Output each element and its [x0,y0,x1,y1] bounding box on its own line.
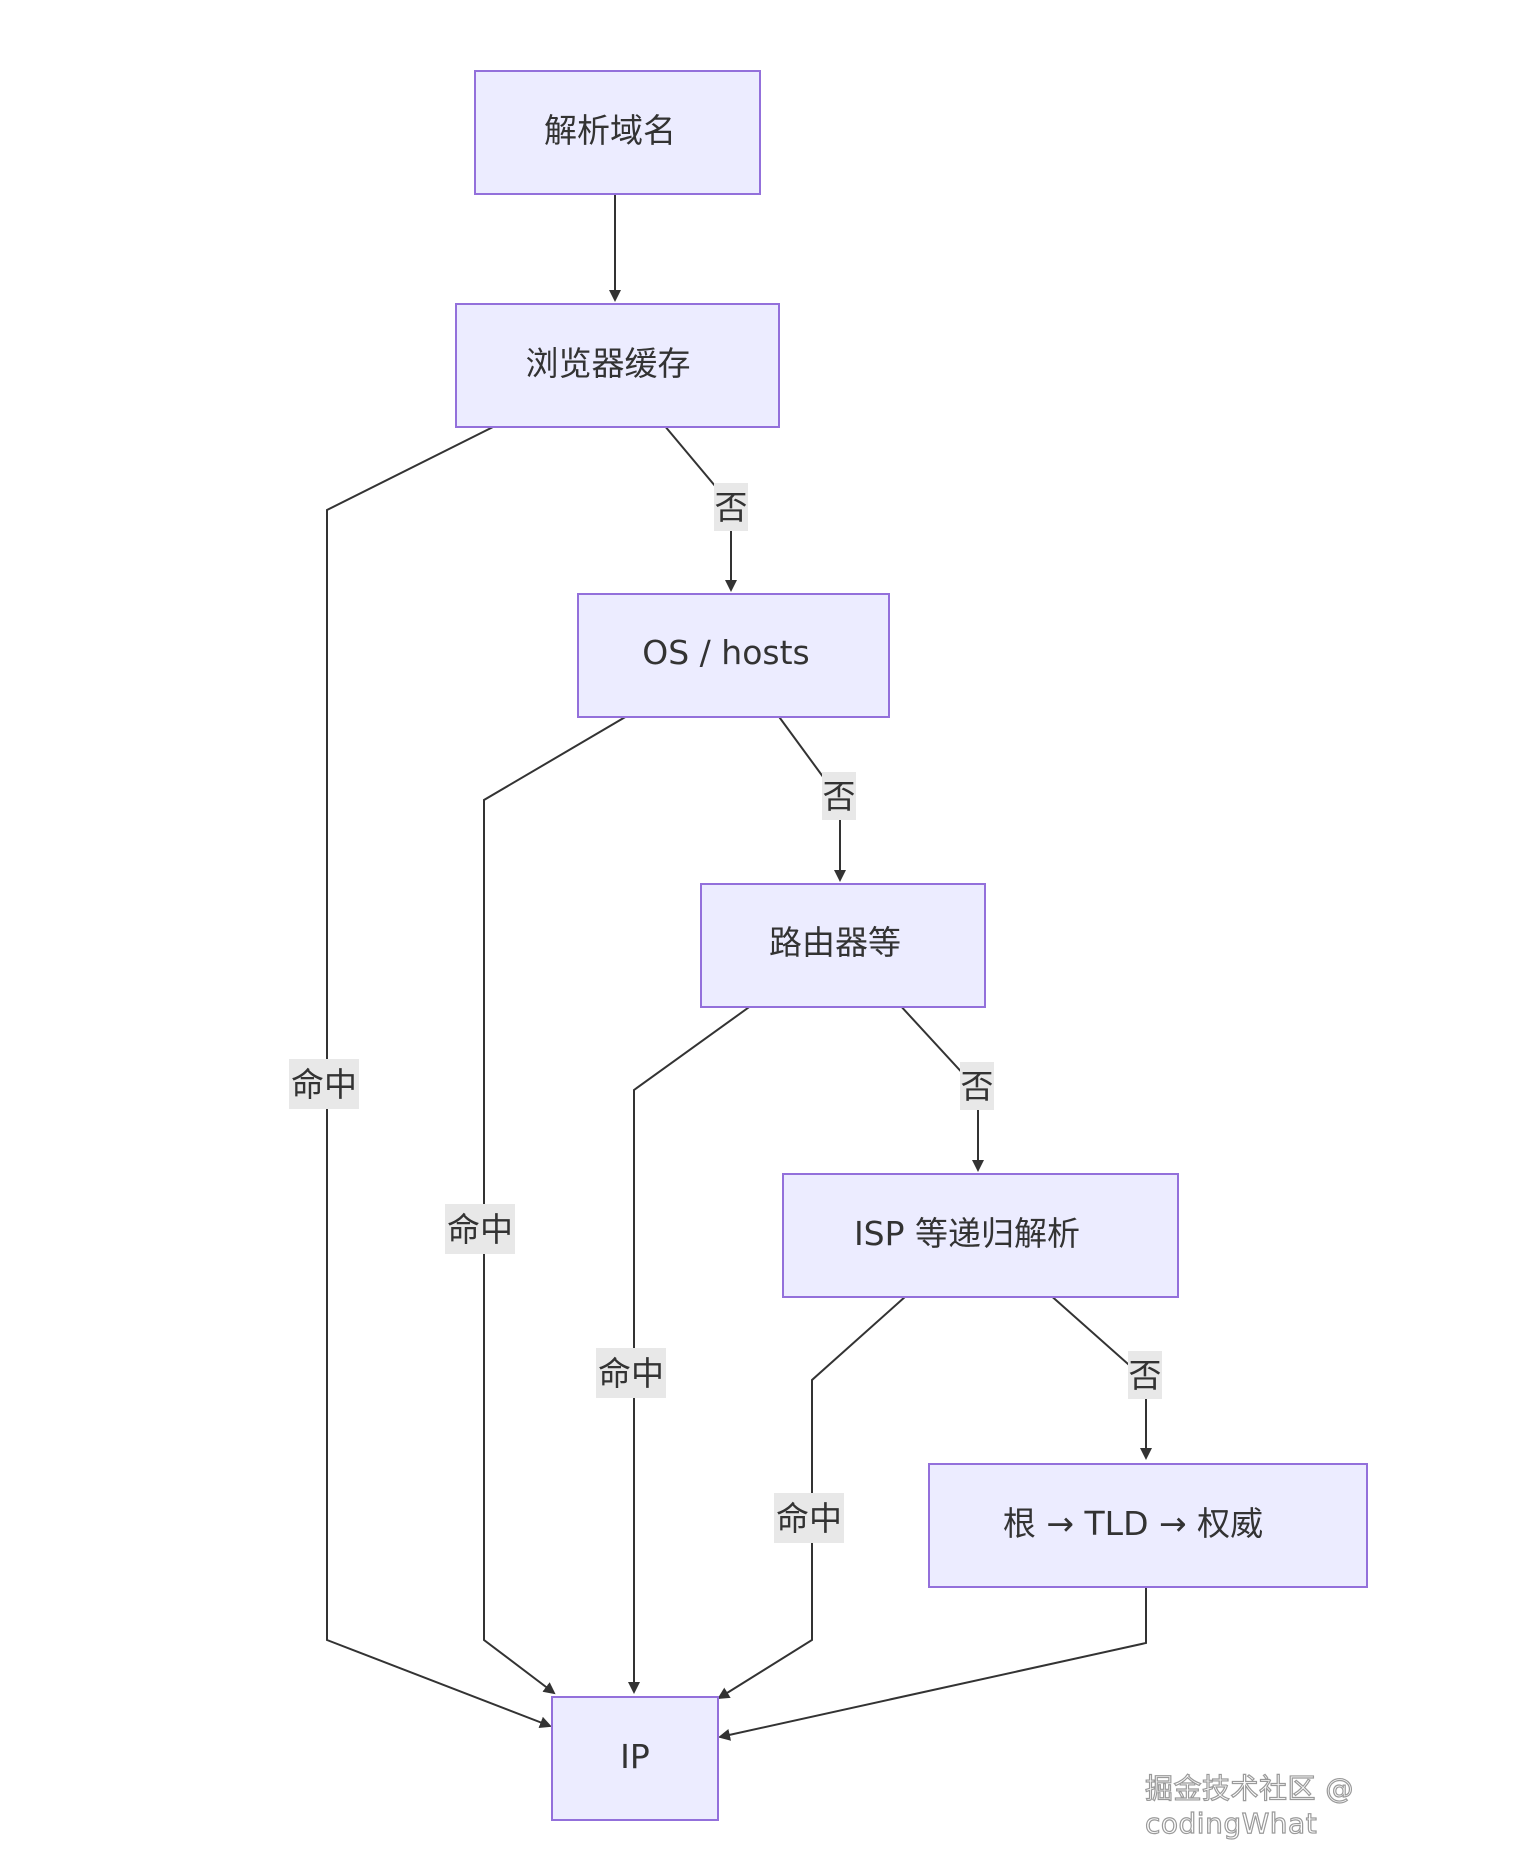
edge-label-no-1: 否 [714,483,748,531]
edge-label-text: 命中 [776,1499,842,1538]
node-root-tld: 根 → TLD → 权威 [928,1463,1368,1588]
edge-label-hit-1: 命中 [289,1059,359,1109]
edge-label-text: 命中 [598,1354,664,1393]
node-label: 根 → TLD → 权威 [1003,1504,1263,1543]
edge-label-hit-2: 命中 [445,1204,515,1254]
node-os-hosts: OS / hosts [577,593,890,718]
nodes: 解析域名 浏览器缓存 OS / hosts 路由器等 ISP 等递归解析 根 →… [455,70,1368,1821]
edge-label-text: 否 [1129,1356,1162,1395]
node-browser-cache: 浏览器缓存 [455,303,780,428]
edge-browser-cache-to-ip [326,426,552,1728]
node-router: 路由器等 [700,883,986,1008]
node-label: IP [620,1737,650,1776]
edge-label-text: 否 [823,777,856,816]
edge-labels: 否 否 否 否 命中 命中 命中 命中 [289,483,1162,1543]
node-label: 解析域名 [544,111,676,150]
node-label: 浏览器缓存 [526,344,691,383]
edge-root-tld-to-ip [718,1586,1147,1741]
node-label: ISP 等递归解析 [854,1214,1080,1253]
node-label: OS / hosts [642,633,809,672]
edge-label-hit-4: 命中 [774,1493,844,1543]
edge-label-text: 否 [715,488,748,527]
edge-label-hit-3: 命中 [596,1348,666,1398]
edge-label-no-3: 否 [960,1062,994,1110]
node-isp: ISP 等递归解析 [782,1173,1179,1298]
node-ip: IP [551,1696,719,1821]
watermark: 掘金技术社区 @ codingWhat [1144,1771,1354,1840]
node-label: 路由器等 [769,923,901,962]
edge-label-no-4: 否 [1128,1351,1162,1399]
edge-label-no-2: 否 [822,772,856,820]
edge-label-text: 否 [961,1067,994,1106]
node-resolve-domain: 解析域名 [474,70,761,195]
edge-label-text: 命中 [291,1065,357,1104]
edge-label-text: 命中 [447,1210,513,1249]
edge-router-to-ip [628,1004,753,1694]
